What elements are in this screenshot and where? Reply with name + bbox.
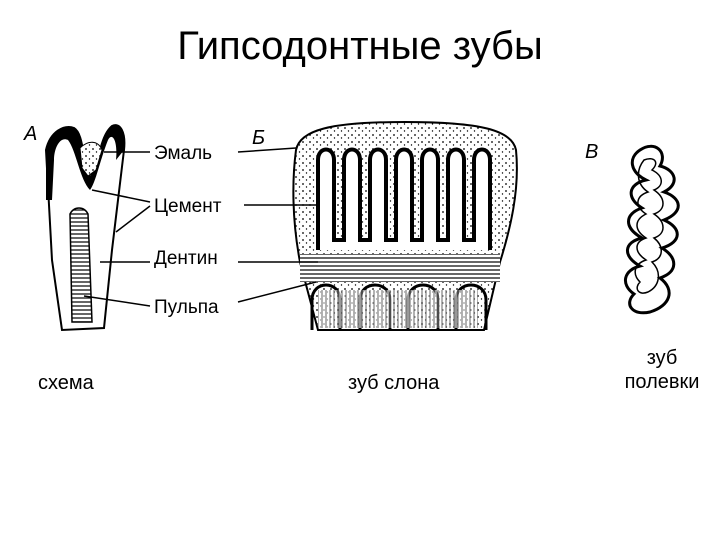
caption-vole-tooth: зуб полевки	[612, 346, 712, 394]
label-dentin: Дентин	[154, 248, 218, 269]
label-pulp: Пульпа	[154, 297, 219, 318]
elephant-root-dentin	[318, 290, 478, 328]
elephant-dentin-band	[300, 254, 500, 282]
elephant-enamel-plates	[318, 150, 490, 251]
label-cement: Цемент	[154, 196, 222, 217]
caption-scheme: схема	[38, 371, 94, 395]
vole-tooth-drawing	[625, 146, 678, 312]
panel-letter-b: Б	[252, 127, 265, 149]
leader-enamel-b	[238, 148, 296, 152]
leader-pulp-b	[238, 282, 316, 302]
elephant-tooth-drawing	[293, 122, 517, 330]
leader-cement-a2	[116, 206, 150, 232]
panel-letter-c: В	[585, 141, 598, 163]
caption-elephant-tooth: зуб слона	[348, 371, 439, 395]
scheme-pulp-cavity	[70, 208, 92, 322]
vole-tooth-outer	[625, 146, 678, 312]
panel-letter-a: А	[23, 123, 37, 145]
caption-vole-line2: полевки	[612, 370, 712, 394]
caption-vole-line1: зуб	[612, 346, 712, 370]
label-enamel: Эмаль	[154, 143, 212, 164]
scheme-tooth-drawing	[46, 125, 124, 330]
